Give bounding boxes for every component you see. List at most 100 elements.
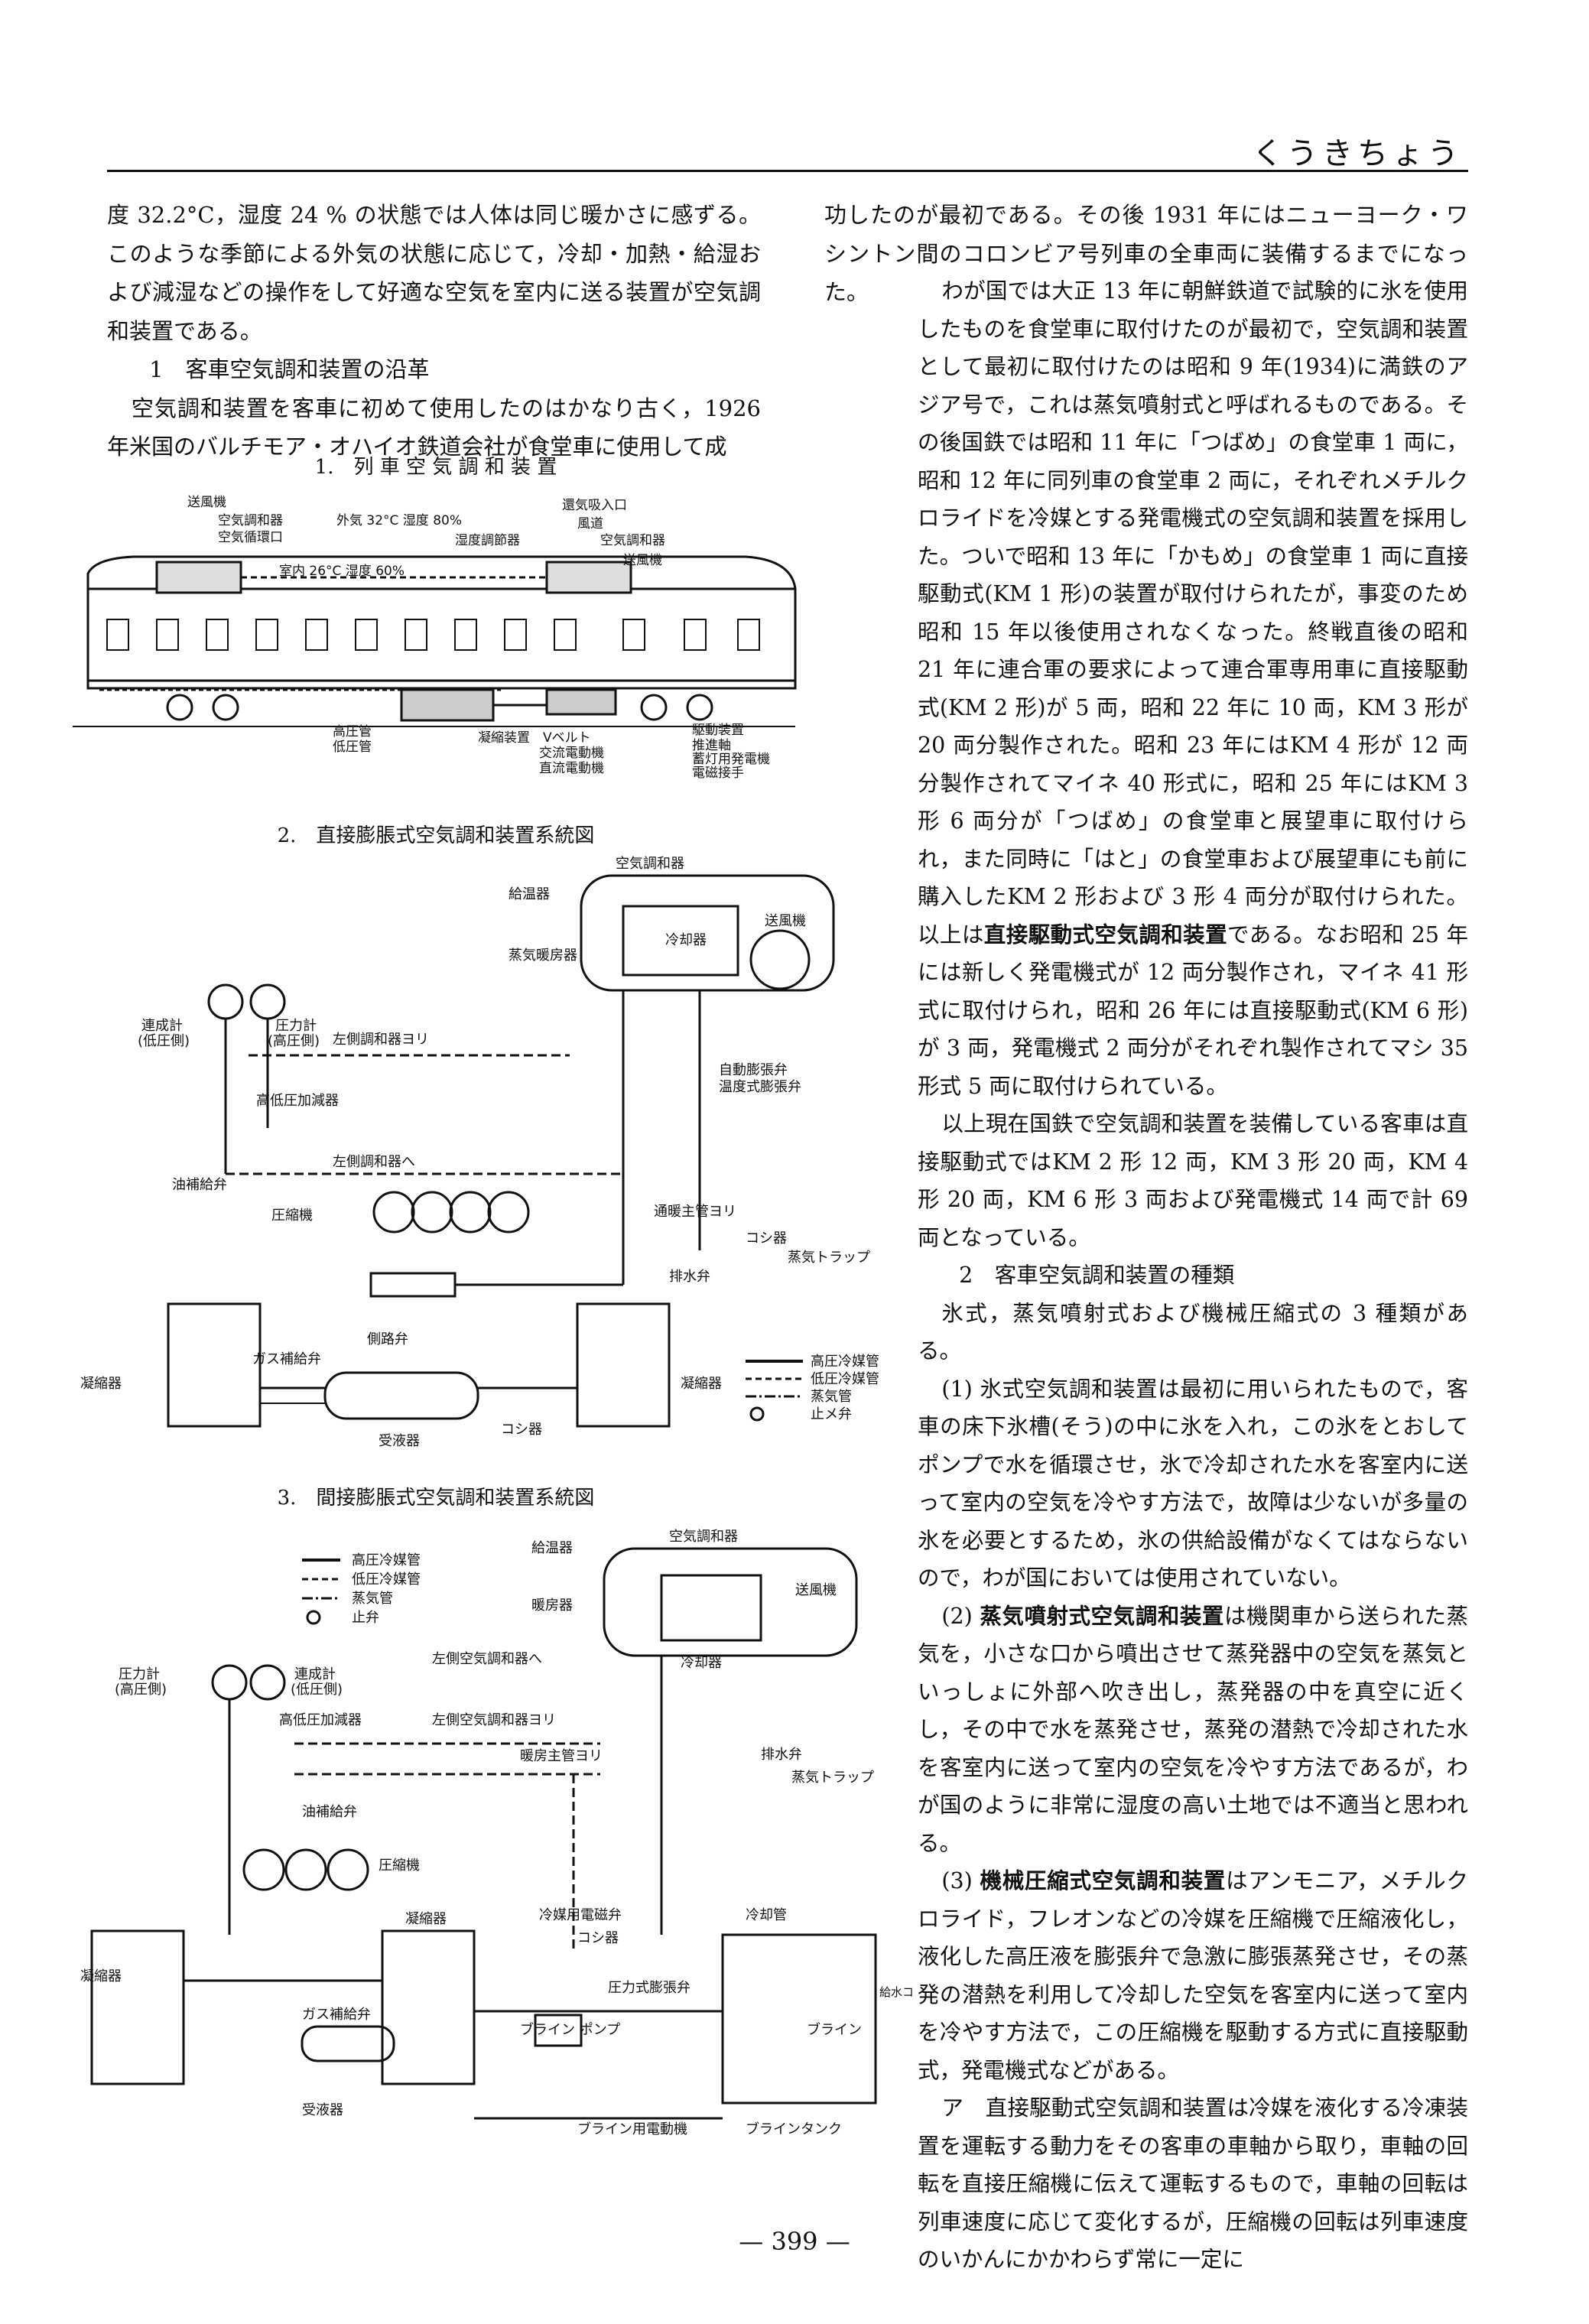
fig1-vbelt-label: Vベルト [543, 730, 591, 746]
fig2-strainer-label: コシ器 [746, 1230, 787, 1247]
fig2-gauge1-sub: (低圧側) [138, 1033, 190, 1049]
item-3-bold: 機械圧縮式空気調和装置 [980, 1867, 1227, 1893]
fig3-fan-label: 送風機 [795, 1582, 837, 1598]
fig3-gas-label: ガス補給弁 [302, 2007, 371, 2023]
right-paragraph-1: 功したのが最初である。その後 1931 年にはニューヨーク・ワシントン間のコロン… [824, 202, 1468, 305]
item-2-number: (2) [941, 1603, 973, 1629]
fig3-heater-label: 給温器 [531, 1540, 573, 1556]
fig3-expvalve-label: 圧力式膨張弁 [608, 1980, 691, 1996]
figure-2-direct-expansion-diagram: 空気調和器 給温器 冷却器 送風機 蒸気暖房器 連成計 (低圧側) 圧力計 (高… [80, 856, 879, 1449]
fig1-filter-label: 空気循環口 [218, 530, 283, 545]
fig3-legend-valve: 止弁 [352, 1610, 379, 1626]
fig2-comp-label: 圧縮機 [271, 1208, 313, 1224]
left-paragraph-1: 度 32.2°C，湿度 24 % の状態では人体は同じ暖かさに感ずる。このような… [107, 202, 761, 344]
item-2: (2) 蒸気噴射式空気調和装置は機関車から送られた蒸気を，小さな口から噴出させて… [918, 1598, 1468, 1863]
fig3-steammain-label: 暖房主管ヨリ [520, 1748, 603, 1764]
fig1-ahu2-label: 空気調和器 [600, 533, 665, 548]
fig1-gen-label: 蓄灯用発電機 [692, 752, 770, 767]
page-number: — 399 — [739, 2227, 850, 2256]
right-paragraph-2: わが国では大正 13 年に朝鮮鉄道で試験的に氷を使用したものを食堂車に取付けたの… [918, 272, 1468, 1105]
fig3-fromleft-label: 左側空気調和器ヨリ [432, 1712, 556, 1728]
item-a-number: ア [941, 2095, 964, 2121]
running-head: くうきちょう [1252, 136, 1463, 171]
fig3-cond-label: 凝縮器 [405, 1911, 447, 1927]
fig2-recv-label: 受液器 [379, 1433, 420, 1449]
fig3-cooler-label: 冷却器 [681, 1655, 722, 1671]
fig3-legend-hp: 高圧冷媒管 [352, 1552, 421, 1568]
fig2-cond-right-label: 凝縮器 [681, 1376, 722, 1392]
fig1-clutch-label: 電磁接手 [692, 765, 744, 781]
item-1: (1) 氷式空気調和装置は最初に用いられたもので，客車の床下氷槽(そう)の中に氷… [918, 1370, 1468, 1598]
item-a-text: 直接駆動式空気調和装置は冷媒を液化する冷凍装置を運転する動力をその客車の車軸から… [918, 2095, 1468, 2272]
fig2-legend-valve: 止メ弁 [811, 1406, 852, 1422]
left-column-text: 度 32.2°C，湿度 24 % の状態では人体は同じ暖かさに感ずる。このような… [107, 196, 761, 466]
fig1-shaft-label: 推進軸 [692, 738, 731, 753]
figure-3-caption: 3. 間接膨脹式空気調和装置系統図 [277, 1487, 595, 1510]
fig2-fan-label: 送風機 [765, 913, 806, 929]
fig2-hlp-label: 高低圧加減器 [256, 1093, 339, 1109]
fig1-lp-label: 低圧管 [333, 739, 372, 755]
fig1-dcmotor-label: 直流電動機 [539, 761, 604, 776]
fig1-acmotor-label: 交流電動機 [539, 746, 604, 761]
fig2-legend-lp: 低圧冷媒管 [811, 1371, 879, 1387]
fig2-bypass-label: 側路弁 [367, 1331, 408, 1347]
fig2-cond-left-label: 凝縮器 [80, 1376, 122, 1392]
fig2-fromleft-label: 左側調和器ヨリ [333, 1032, 429, 1048]
item-1-number: (1) [941, 1376, 973, 1402]
fig2-oil-label: 油補給弁 [172, 1177, 227, 1193]
fig2-heater-label: 給温器 [509, 886, 550, 902]
fig3-supply-label: 給水コック [879, 1985, 914, 1999]
right-column-text-top: 功したのが最初である。その後 1931 年にはニューヨーク・ワシントン間のコロン… [824, 196, 1468, 312]
fig3-oil-label: 油補給弁 [302, 1804, 357, 1820]
item-3-number: (3) [941, 1868, 973, 1893]
fig1-humid-label: 湿度調節器 [455, 533, 520, 548]
fig3-trap-label: 蒸気トラップ [791, 1770, 874, 1786]
fig1-inside-label: 室内 26°C 湿度 60% [279, 564, 405, 579]
fig3-brine-label: ブライン [807, 2021, 862, 2038]
fig3-warm-label: 暖房器 [531, 1598, 573, 1614]
fig2-legend-steam: 蒸気管 [811, 1389, 852, 1405]
fig3-hlp-label: 高低圧加減器 [279, 1712, 362, 1728]
fig3-gauge1-sub: (高圧側) [115, 1682, 167, 1698]
fig1-intake-label: 還気吸入口 [562, 498, 627, 513]
figure-3-indirect-expansion-diagram: 高圧冷媒管 低圧冷媒管 蒸気管 止弁 給温器 空気調和器 暖房器 送風機 圧力計… [80, 1529, 914, 2137]
fig2-gauge2-label: 圧力計 [275, 1018, 317, 1034]
item-a: ア 直接駆動式空気調和装置は冷媒を液化する冷凍装置を運転する動力をその客車の車軸… [918, 2089, 1468, 2279]
right-paragraph-2-body: わが国では大正 13 年に朝鮮鉄道で試験的に氷を使用したものを食堂車に取付けたの… [918, 278, 1468, 947]
fig2-toleft-label: 左側調和器へ [333, 1154, 415, 1170]
item-3-text: はアンモニア，メチルクロライド，フレオンなどの冷媒を圧縮機で圧縮液化し，液化した… [918, 1868, 1468, 2083]
fig3-cooler2-label: 冷却管 [746, 1907, 787, 1923]
right-paragraph-2-bold: 直接駆動式空気調和装置 [983, 921, 1228, 947]
fig2-expvalve-label: 自動膨張弁 [719, 1062, 788, 1078]
fig3-ahu-label: 空気調和器 [669, 1529, 738, 1545]
item-1-text: 氷式空気調和装置は最初に用いられたもので，客車の床下氷槽(そう)の中に氷を入れ，… [918, 1376, 1468, 1591]
fig3-gauge1-label: 圧力計 [119, 1666, 160, 1682]
fig3-brinemotor-label: ブライン用電動機 [577, 2121, 687, 2137]
fig3-brinepump-label: ブライン ポンプ [520, 2021, 620, 2038]
right-paragraph-2-tail: である。なお昭和 25 年には新しく発電機式が 12 両分製作され，マイネ 41… [918, 921, 1468, 1099]
header-rule [107, 170, 1468, 172]
fig1-cond-label: 凝縮装置 [478, 730, 530, 746]
item-2-bold: 蒸気噴射式空気調和装置 [980, 1602, 1224, 1629]
fig2-gas-label: ガス補給弁 [252, 1351, 321, 1367]
fig2-legend-hp: 高圧冷媒管 [811, 1354, 879, 1370]
fig3-drain-label: 排水弁 [761, 1747, 802, 1763]
left-paragraph-2: 空気調和装置を客車に初めて使用したのはかなり古く，1926年米国のバルチモア・オ… [107, 395, 761, 460]
fig2-cooler-label: 冷却器 [665, 932, 707, 948]
fig3-legend-steam: 蒸気管 [352, 1591, 393, 1607]
fig1-drive-label: 駆動装置 [692, 723, 744, 738]
figure-1-train-diagram: 送風機 空気調和器 空気循環口 外気 32°C 湿度 80% 室内 26°C 湿… [73, 495, 797, 781]
right-paragraph-4: 氷式，蒸気噴射式および機械圧縮式の 3 種類がある。 [918, 1300, 1468, 1364]
figure-1-caption: 1. 列 車 空 気 調 和 装 置 [314, 456, 557, 479]
right-column-text-main: わが国では大正 13 年に朝鮮鉄道で試験的に氷を使用したものを食堂車に取付けたの… [918, 272, 1468, 2279]
fig2-steammain-label: 通暖主管ヨリ [654, 1204, 736, 1220]
fig3-comp-label: 圧縮機 [379, 1858, 420, 1874]
fig2-gauge2-sub: (高圧側) [268, 1033, 320, 1049]
fig3-legend-lp: 低圧冷媒管 [352, 1572, 421, 1588]
fig3-solenoid-label: 冷媒用電磁弁 [539, 1907, 622, 1923]
right-paragraph-3: 以上現在国鉄で空気調和装置を装備している客車は直接駆動式ではKM 2 形 12 … [918, 1111, 1468, 1250]
fig3-gauge2-sub: (低圧側) [291, 1682, 343, 1698]
fig3-strainer-label: コシ器 [577, 1930, 619, 1946]
section-heading-1: 1 客車空気調和装置の沿革 [149, 356, 430, 382]
fig3-toleft-label: 左側空気調和器へ [432, 1651, 542, 1667]
